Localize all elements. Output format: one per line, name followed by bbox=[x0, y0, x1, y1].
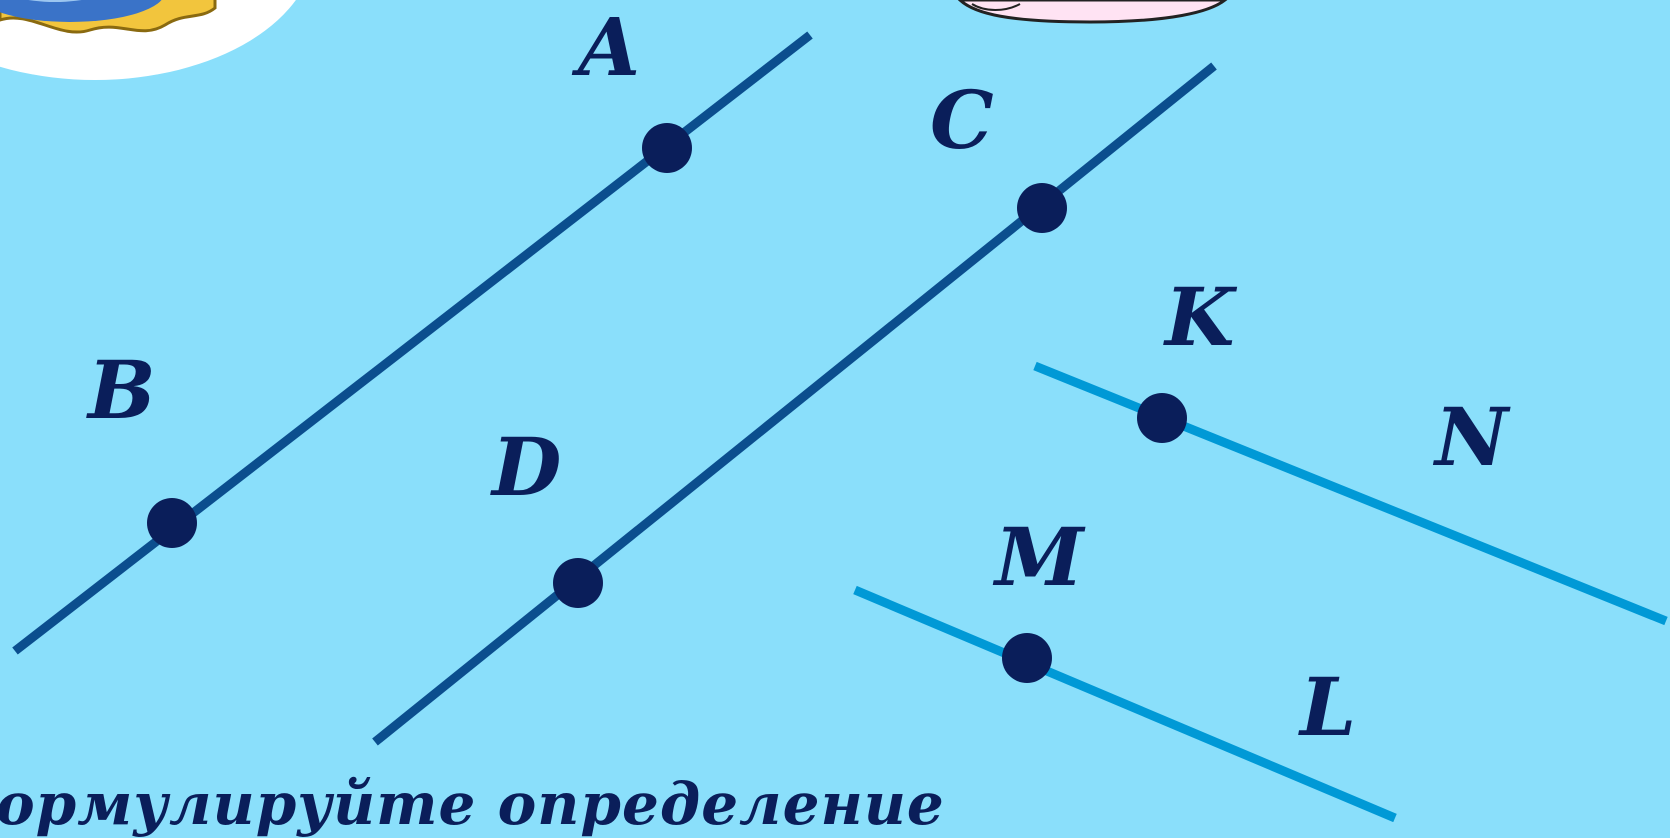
top-center-illustration bbox=[957, 0, 1228, 24]
point-a bbox=[642, 123, 692, 173]
label-n: N bbox=[1432, 390, 1511, 484]
point-k bbox=[1137, 393, 1187, 443]
label-l: L bbox=[1298, 660, 1356, 754]
line-ml bbox=[853, 585, 1397, 822]
label-m: M bbox=[992, 510, 1086, 604]
label-c: C bbox=[930, 73, 994, 167]
label-k: K bbox=[1163, 270, 1238, 364]
point-d bbox=[553, 558, 603, 608]
line-kn bbox=[1033, 361, 1668, 626]
line-cd bbox=[372, 62, 1217, 746]
point-m bbox=[1002, 633, 1052, 683]
top-left-illustration bbox=[0, 0, 296, 80]
bottom-caption: ормулируйте определение bbox=[0, 770, 945, 838]
label-a: A bbox=[571, 0, 640, 94]
label-d: D bbox=[490, 420, 561, 514]
point-b bbox=[147, 498, 197, 548]
point-c bbox=[1017, 183, 1067, 233]
label-b: B bbox=[86, 343, 156, 437]
